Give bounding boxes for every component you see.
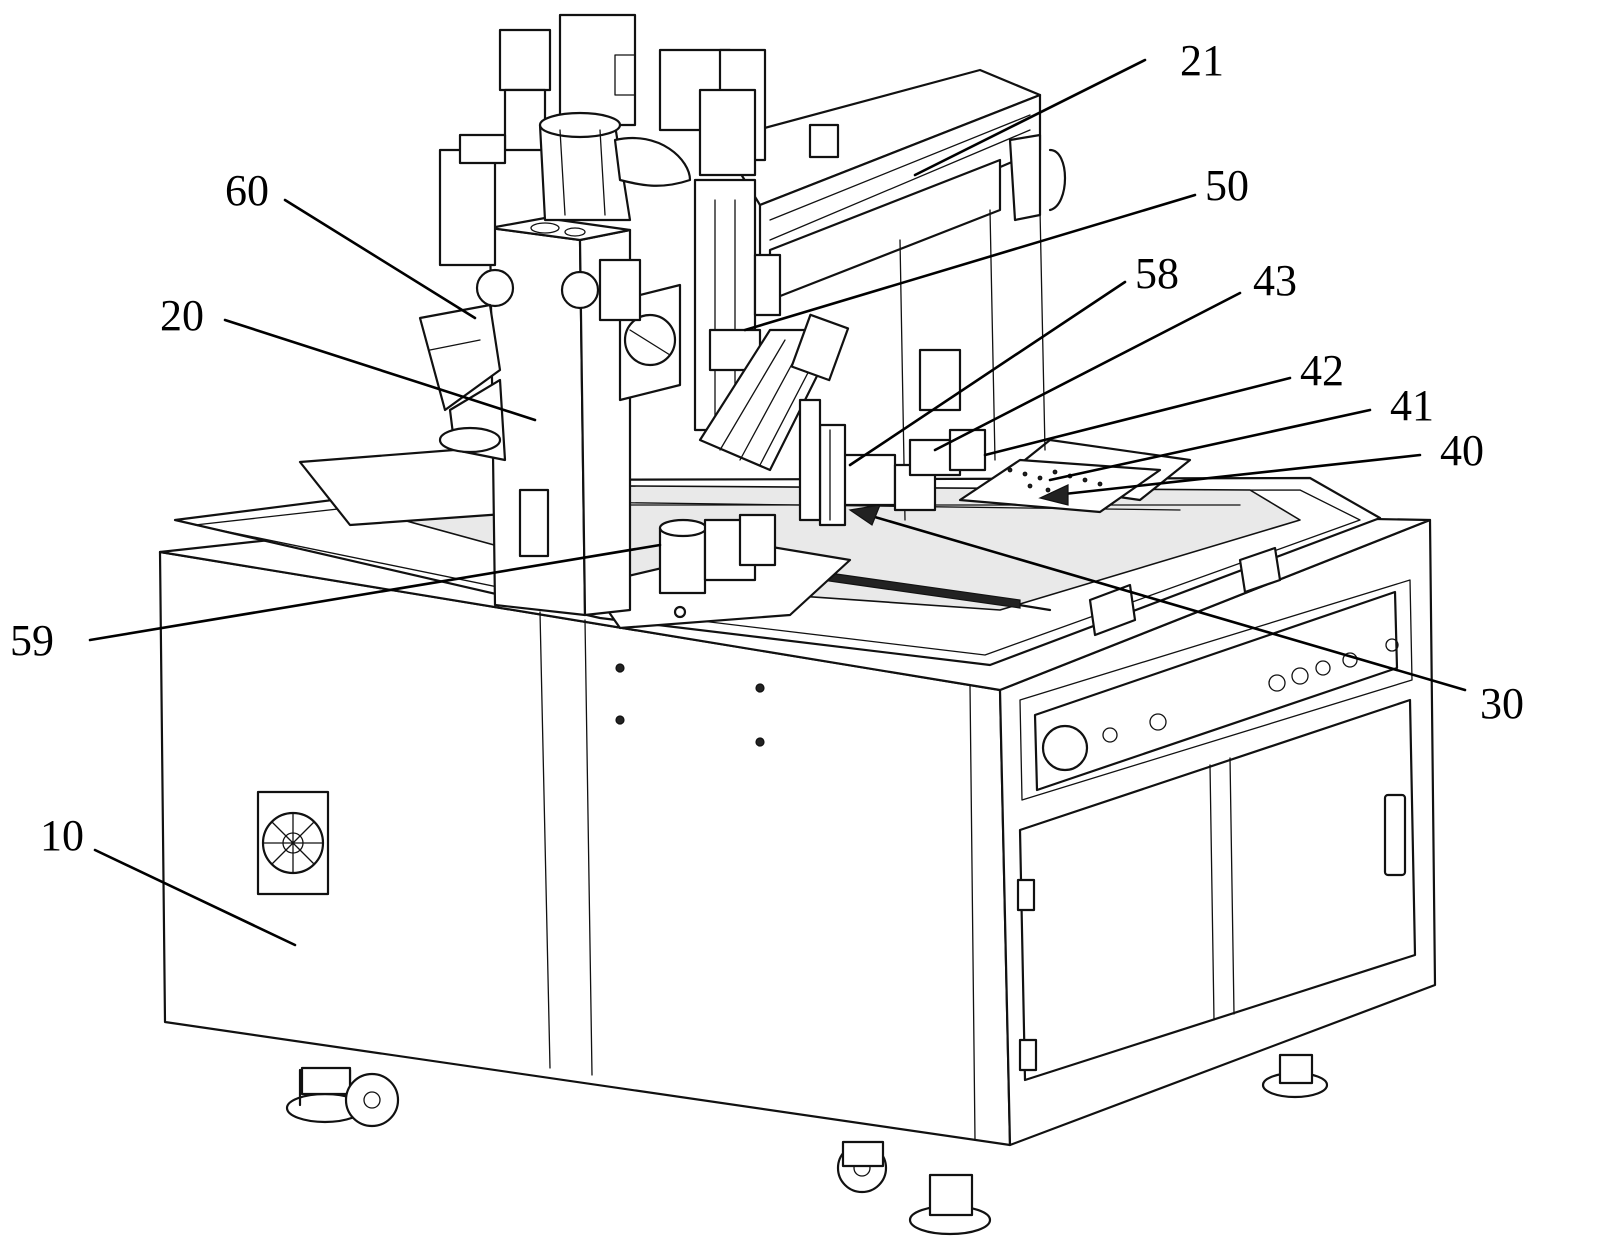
leader-41	[1048, 408, 1372, 482]
leader-lines	[88, 58, 1467, 947]
label-21: 21	[1180, 36, 1224, 85]
linear-rail-beam	[718, 68, 1067, 521]
leader-58	[848, 280, 1127, 467]
leader-10	[93, 848, 297, 947]
label-41: 41	[1390, 381, 1434, 430]
gantry-column	[488, 216, 632, 617]
label-40: 40	[1440, 426, 1484, 475]
leader-30	[866, 513, 1467, 692]
label-10: 10	[40, 811, 84, 860]
leader-20	[223, 318, 537, 422]
label-20: 20	[160, 291, 204, 340]
leader-50	[743, 193, 1197, 332]
leader-21	[913, 58, 1147, 177]
component-60	[418, 303, 507, 462]
casters-and-feet	[285, 1053, 1329, 1236]
reference-labels: 10 20 21 30 40 41 42 43 50 58 59 60	[10, 36, 1524, 860]
arrowhead-30	[848, 504, 881, 526]
component-59	[658, 513, 777, 619]
leader-42	[983, 376, 1292, 457]
label-42: 42	[1300, 346, 1344, 395]
motor-stack-left	[438, 13, 692, 308]
label-59: 59	[10, 616, 54, 665]
leader-43	[933, 291, 1242, 452]
label-60: 60	[225, 166, 269, 215]
label-43: 43	[1253, 256, 1297, 305]
label-30: 30	[1480, 679, 1524, 728]
dispensing-head	[560, 48, 850, 472]
arrowhead-40	[1038, 484, 1069, 506]
component-43	[908, 348, 987, 477]
label-58: 58	[1135, 249, 1179, 298]
leader-40	[1053, 453, 1422, 497]
leader-60	[283, 198, 477, 320]
label-50: 50	[1205, 161, 1249, 210]
leader-59	[88, 543, 662, 642]
